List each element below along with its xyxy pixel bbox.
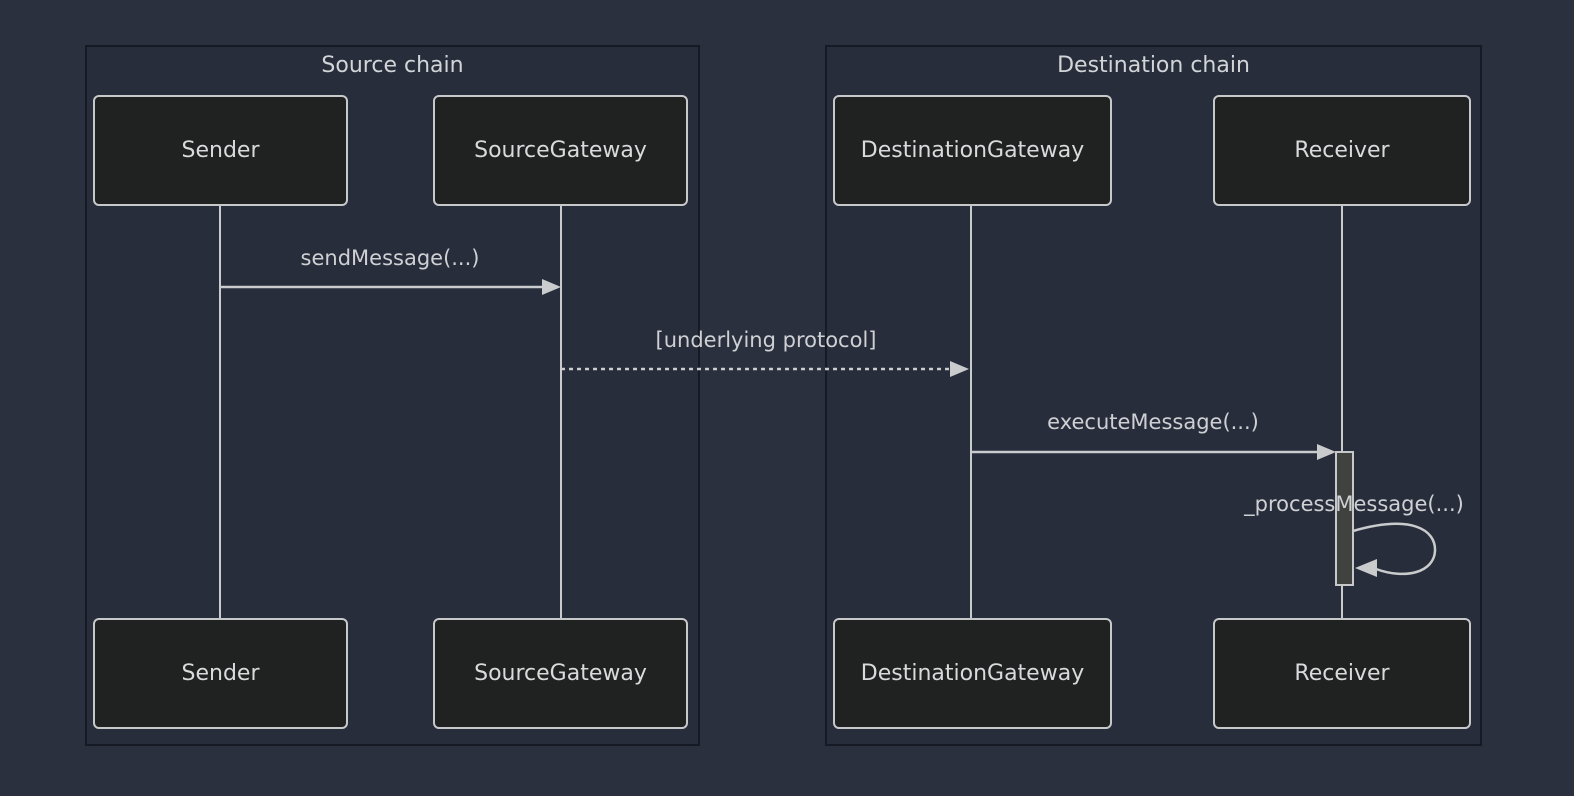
- actor-label-source-gateway: SourceGateway: [474, 138, 647, 163]
- actor-label-destination-gateway: DestinationGateway: [860, 661, 1085, 686]
- execute-message-arrowhead: [1317, 444, 1336, 460]
- activation-bar-receiver: [1335, 451, 1354, 586]
- actor-label-receiver: Receiver: [1294, 661, 1390, 686]
- message-label-underlying-protocol: [underlying protocol]: [655, 328, 877, 352]
- process-message-self-loop: [1352, 522, 1437, 576]
- destination-chain-title: Destination chain: [1057, 53, 1250, 78]
- process-message-arrowhead: [1355, 559, 1377, 577]
- send-message-arrowhead: [542, 279, 561, 295]
- actor-label-destination-gateway: DestinationGateway: [860, 138, 1085, 163]
- source-chain-title: Source chain: [321, 53, 464, 78]
- message-label-execute-message: executeMessage(...): [1047, 410, 1259, 434]
- actor-box-source-gateway-top: SourceGateway: [433, 95, 688, 206]
- underlying-protocol-arrowhead: [950, 361, 969, 377]
- actor-box-source-gateway-bottom: SourceGateway: [433, 618, 688, 729]
- message-label-send-message: sendMessage(...): [300, 246, 480, 270]
- actor-label-source-gateway: SourceGateway: [474, 661, 647, 686]
- actor-box-sender-top: Sender: [93, 95, 348, 206]
- actor-box-destination-gateway-top: DestinationGateway: [833, 95, 1112, 206]
- message-label-process-message: _processMessage(...): [1244, 492, 1464, 516]
- actor-label-receiver: Receiver: [1294, 138, 1390, 163]
- actor-label-sender: Sender: [181, 138, 260, 163]
- actor-box-receiver-top: Receiver: [1213, 95, 1471, 206]
- actor-box-destination-gateway-bottom: DestinationGateway: [833, 618, 1112, 729]
- actor-box-receiver-bottom: Receiver: [1213, 618, 1471, 729]
- actor-label-sender: Sender: [181, 661, 260, 686]
- actor-box-sender-bottom: Sender: [93, 618, 348, 729]
